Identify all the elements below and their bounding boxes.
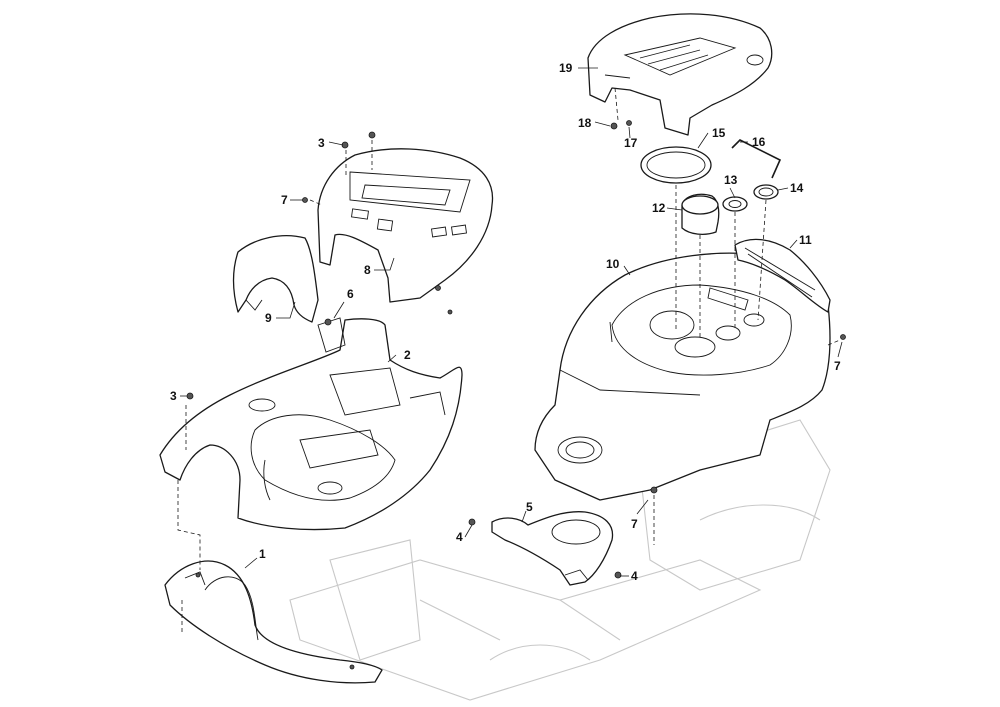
callout-8: 8 bbox=[364, 263, 371, 277]
callout-16: 16 bbox=[752, 135, 766, 149]
callout-2: 2 bbox=[404, 348, 411, 362]
callout-12: 12 bbox=[652, 201, 666, 215]
part-8-dash-console[interactable] bbox=[317, 148, 494, 303]
part-16-wire-clip[interactable] bbox=[731, 139, 782, 179]
part-2-body-pan[interactable] bbox=[159, 317, 463, 531]
callout-10: 10 bbox=[606, 257, 620, 271]
callout-15: 15 bbox=[712, 126, 726, 140]
ghost-chassis-frame bbox=[289, 419, 831, 701]
callout-14: 14 bbox=[790, 181, 804, 195]
part-13-seal-ring[interactable] bbox=[722, 196, 748, 212]
part-19-top-cover[interactable] bbox=[587, 13, 773, 136]
part-5-mount-bracket[interactable] bbox=[491, 511, 614, 586]
callout-3-top: 3 bbox=[318, 136, 325, 150]
callout-4-right: 4 bbox=[631, 569, 638, 583]
callout-17: 17 bbox=[624, 136, 638, 150]
callout-3-left: 3 bbox=[170, 389, 177, 403]
callout-19: 19 bbox=[559, 61, 573, 75]
part-14-gasket[interactable] bbox=[753, 184, 779, 200]
callout-5: 5 bbox=[526, 500, 533, 514]
callout-9: 9 bbox=[265, 311, 272, 325]
callout-labels: 1 2 3 3 4 4 5 6 7 7 7 8 9 10 11 12 13 14… bbox=[170, 61, 841, 583]
callout-18: 18 bbox=[578, 116, 592, 130]
part-1-front-bumper[interactable] bbox=[164, 560, 383, 684]
hardware-screws bbox=[186, 120, 846, 579]
part-15-clamp-ring[interactable] bbox=[640, 146, 712, 184]
callout-1: 1 bbox=[259, 547, 266, 561]
callout-4-left: 4 bbox=[456, 530, 463, 544]
callout-13: 13 bbox=[724, 173, 738, 187]
part-10-rear-body[interactable] bbox=[534, 252, 831, 501]
callout-11: 11 bbox=[799, 233, 812, 247]
part-9-steering-cover[interactable] bbox=[232, 235, 319, 323]
part-12-fuel-cap[interactable] bbox=[681, 193, 720, 235]
callout-6: 6 bbox=[347, 287, 354, 301]
alignment-dashed-lines bbox=[177, 87, 841, 635]
callout-7-right: 7 bbox=[834, 359, 841, 373]
leader-lines bbox=[180, 67, 843, 577]
callout-7-bottom: 7 bbox=[631, 517, 638, 531]
callout-7-left: 7 bbox=[281, 193, 288, 207]
part-11-side-grille[interactable] bbox=[734, 238, 831, 313]
